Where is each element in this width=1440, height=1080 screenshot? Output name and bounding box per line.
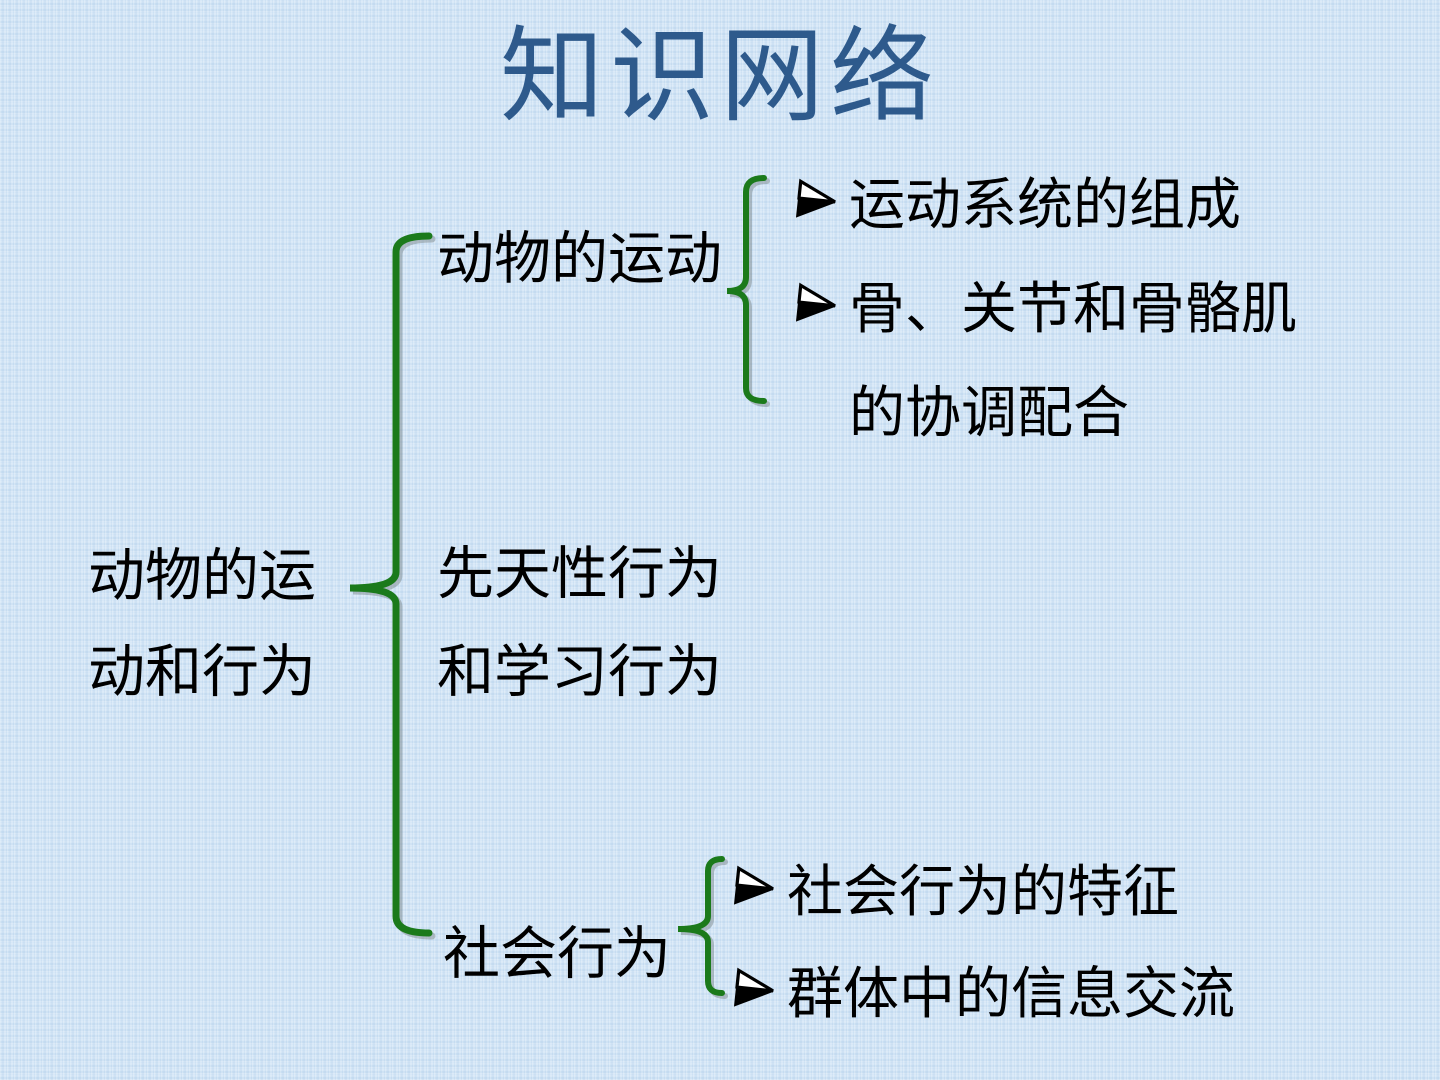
arrow-bullet-icon	[733, 865, 777, 909]
list-item-text: 的协调配合	[849, 380, 1129, 444]
branch-social-label: 社会行为	[443, 922, 671, 986]
arrow-bullet-icon	[733, 967, 777, 1011]
page-title: 知识网络	[499, 19, 940, 135]
root-curly-brace	[349, 232, 433, 937]
list-item-continuation: 的协调配合	[795, 356, 1297, 460]
list-item-text: 运动系统的组成	[849, 172, 1241, 236]
social-curly-bracket	[677, 856, 725, 996]
list-item-text: 社会行为的特征	[787, 859, 1179, 923]
behavior-label-line1: 先天性行为	[437, 542, 722, 606]
branch-movement-label: 动物的运动	[437, 227, 722, 291]
branch-behavior-label: 先天性行为 和学习行为	[437, 525, 722, 721]
list-item: 群体中的信息交流	[733, 938, 1235, 1040]
list-item-text: 骨、关节和骨骼肌	[849, 276, 1297, 340]
arrow-bullet-icon	[795, 178, 839, 222]
root-label-line1: 动物的运	[88, 544, 316, 608]
root-node-label: 动物的运 动和行为	[88, 528, 316, 720]
movement-curly-bracket	[726, 175, 767, 404]
list-item: 运动系统的组成	[795, 148, 1297, 252]
arrow-bullet-icon	[795, 282, 839, 326]
list-item: 骨、关节和骨骼肌	[795, 252, 1297, 356]
root-label-line2: 动和行为	[88, 640, 316, 704]
social-item-list: 社会行为的特征 群体中的信息交流	[733, 836, 1235, 1040]
bullet-spacer	[795, 386, 839, 430]
movement-item-list: 运动系统的组成 骨、关节和骨骼肌 的协调配合	[795, 148, 1297, 460]
list-item-text: 群体中的信息交流	[787, 961, 1235, 1025]
behavior-label-line2: 和学习行为	[437, 640, 722, 704]
list-item: 社会行为的特征	[733, 836, 1235, 938]
